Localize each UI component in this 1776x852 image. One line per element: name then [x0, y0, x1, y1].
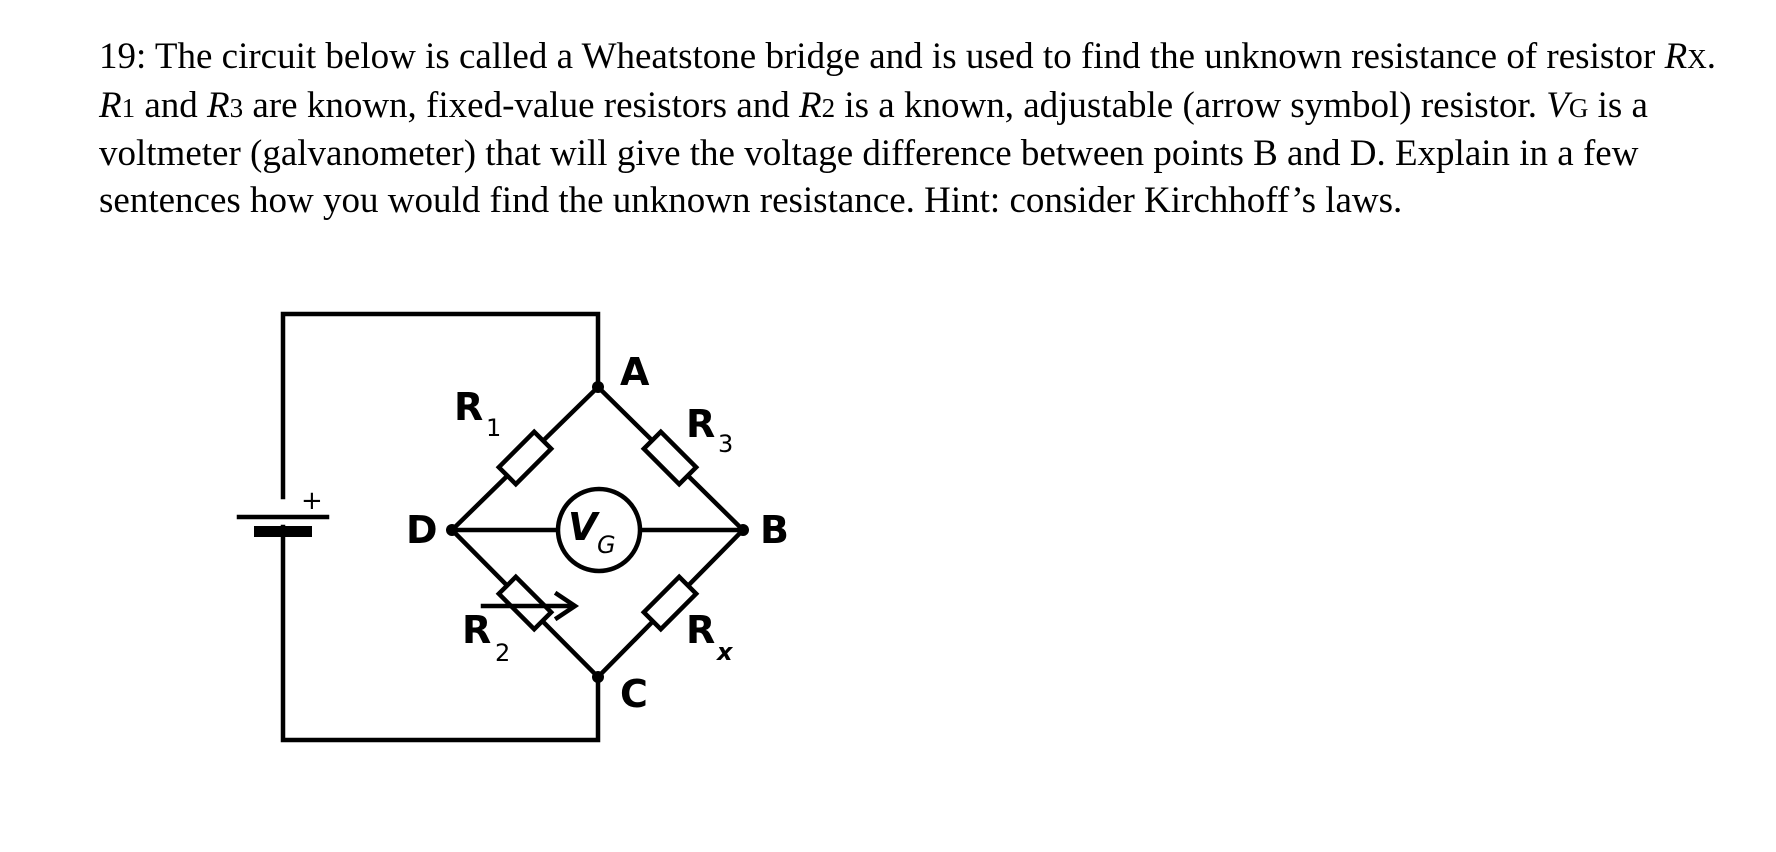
r3-label-subscript: 3 — [718, 430, 733, 458]
battery-short-plate — [254, 526, 312, 537]
question-text-part: The circuit below is called a Wheatstone… — [154, 36, 1665, 77]
node-a-label: A — [620, 350, 650, 394]
node-c-label: C — [620, 672, 648, 716]
node-c-dot — [592, 671, 604, 683]
question-text-part: . — [1706, 36, 1716, 77]
r1-label-subscript: 1 — [486, 414, 501, 442]
r1-subscript: 1 — [121, 92, 136, 123]
question-text: 19: The circuit below is called a Wheats… — [99, 34, 1719, 224]
wire-top — [280, 311, 601, 500]
r2-label: R — [462, 608, 491, 652]
question-text-part: and — [135, 84, 208, 126]
resistor-rx — [640, 573, 700, 633]
r1-label: R — [454, 385, 483, 429]
r1-symbol: R — [99, 84, 122, 126]
question-text-part: is a voltmeter (galvanometer) that will … — [99, 84, 1648, 221]
rx-symbol: R — [1664, 36, 1688, 77]
node-d-dot — [446, 524, 458, 536]
r3-subscript: 3 — [229, 92, 244, 123]
question-text-part: is a known, adjustable (arrow symbol) re… — [835, 84, 1547, 126]
question-number: 19: — [99, 36, 147, 77]
resistor-r1 — [495, 428, 555, 488]
vg-symbol: V — [1546, 84, 1569, 126]
rx-subscript: X — [1687, 44, 1707, 74]
r2-label-subscript: 2 — [495, 639, 510, 667]
resistor-r2 — [495, 573, 555, 633]
vg-subscript: G — [1568, 92, 1589, 123]
question-text-part: are known, fixed-value resistors and — [243, 84, 800, 126]
node-a-dot — [592, 381, 604, 393]
node-b-dot — [737, 524, 749, 536]
voltmeter-circle — [555, 486, 643, 574]
battery-plus-sign: + — [301, 486, 323, 516]
voltmeter-label: V — [568, 505, 600, 549]
resistor-r3 — [640, 428, 700, 488]
voltmeter-label-subscript: G — [597, 531, 616, 559]
r2-symbol: R — [799, 84, 822, 126]
rx-label: R — [686, 608, 715, 652]
node-d-label: D — [406, 508, 438, 552]
r2-subscript: 2 — [821, 92, 836, 123]
r3-symbol: R — [207, 84, 230, 126]
wire-bottom — [280, 524, 601, 743]
node-b-label: B — [760, 508, 789, 552]
r3-label: R — [686, 402, 715, 446]
rx-label-subscript: x — [716, 638, 734, 666]
variable-arrow-head — [553, 590, 580, 622]
